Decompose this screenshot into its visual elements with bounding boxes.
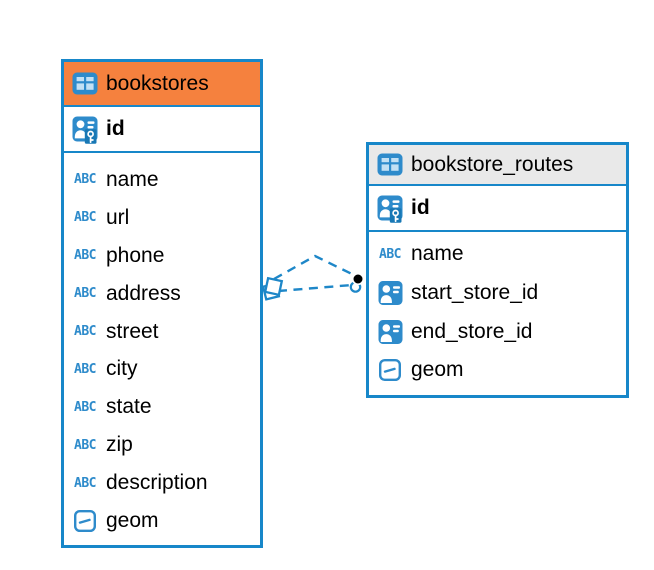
primary-key-icon <box>375 195 405 223</box>
text-type-icon: ABC <box>74 248 96 264</box>
column-name: url <box>106 205 130 229</box>
primary-key-row[interactable]: id <box>64 107 260 153</box>
column-name: name <box>106 167 159 191</box>
table-header[interactable]: bookstores <box>64 62 260 107</box>
primary-key-row[interactable]: id <box>369 186 626 232</box>
column-row[interactable]: ABC zip <box>64 426 260 464</box>
table-header[interactable]: bookstore_routes <box>369 145 626 186</box>
column-name: street <box>106 319 159 343</box>
column-name: geom <box>106 508 159 532</box>
column-row[interactable]: geom <box>369 351 626 390</box>
column-name: geom <box>411 358 464 382</box>
column-name: phone <box>106 243 165 267</box>
reference-type-icon <box>375 319 405 344</box>
dot-marker-black[interactable] <box>351 272 365 286</box>
column-name: name <box>411 242 464 266</box>
column-row[interactable]: ABC url <box>64 199 260 237</box>
relationship-source-marker[interactable] <box>261 276 284 301</box>
table-icon <box>377 153 403 176</box>
column-row[interactable]: end_store_id <box>369 312 626 351</box>
column-name: end_store_id <box>411 319 533 343</box>
column-name: description <box>106 471 208 495</box>
geometry-type-icon <box>375 359 405 382</box>
text-type-icon: ABC <box>74 172 96 188</box>
text-type-icon: ABC <box>379 246 401 262</box>
column-row[interactable]: geom <box>64 502 260 540</box>
column-row[interactable]: ABC phone <box>64 237 260 275</box>
column-row[interactable]: ABC city <box>64 350 260 388</box>
reference-type-icon <box>375 281 405 306</box>
column-name: city <box>106 357 138 381</box>
relationship-line-2[interactable] <box>277 283 353 293</box>
column-row[interactable]: ABC name <box>64 161 260 199</box>
text-type-icon: ABC <box>74 437 96 453</box>
primary-key-name: id <box>106 117 125 140</box>
column-row[interactable]: ABC street <box>64 313 260 351</box>
primary-key-name: id <box>411 196 430 219</box>
column-name: address <box>106 281 181 305</box>
column-row[interactable]: ABC name <box>369 235 626 274</box>
geometry-type-icon <box>70 509 100 532</box>
column-name: state <box>106 395 152 419</box>
column-list: ABC name start_store_id end_store_id geom <box>369 232 626 390</box>
text-type-icon: ABC <box>74 210 96 226</box>
table-bookstore-routes[interactable]: bookstore_routes id ABC name start_store_… <box>366 142 629 398</box>
table-icon <box>72 72 98 95</box>
text-type-icon: ABC <box>74 286 96 302</box>
square-marker-front[interactable] <box>263 276 284 297</box>
column-row[interactable]: ABC address <box>64 275 260 313</box>
table-title: bookstore_routes <box>411 152 574 176</box>
column-name: zip <box>106 433 133 457</box>
column-row[interactable]: ABC description <box>64 464 260 502</box>
column-name: start_store_id <box>411 281 539 305</box>
relationship-target-marker[interactable] <box>349 272 365 293</box>
primary-key-icon <box>70 116 100 144</box>
text-type-icon: ABC <box>74 324 96 339</box>
column-row[interactable]: start_store_id <box>369 274 626 313</box>
table-title: bookstores <box>106 71 209 95</box>
relationship-line-1[interactable] <box>273 254 357 281</box>
text-type-icon: ABC <box>74 475 96 491</box>
column-row[interactable]: ABC state <box>64 388 260 426</box>
text-type-icon: ABC <box>74 399 96 415</box>
text-type-icon: ABC <box>74 361 96 377</box>
